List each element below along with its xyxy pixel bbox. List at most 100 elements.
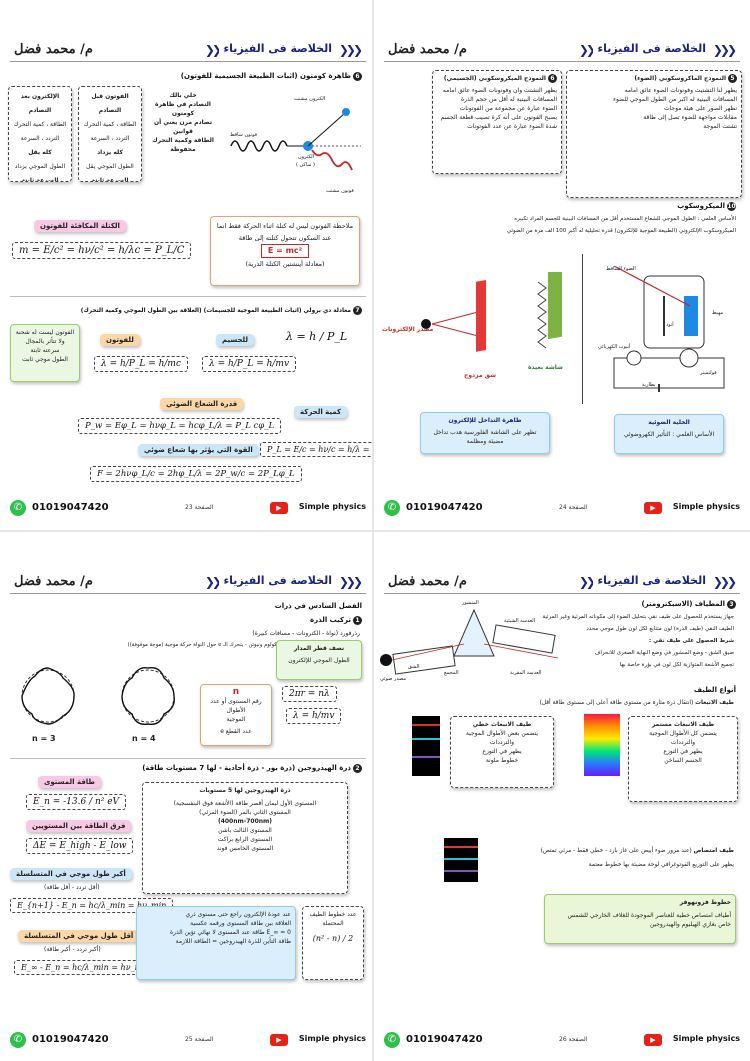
label-prism: المنشور (462, 600, 479, 606)
longest-wavelength-sub: (أقل تردد - أقل طاقة) (44, 884, 100, 891)
chevron-right-icon: ❯❯❯ (712, 575, 737, 589)
compton-diagram (230, 108, 361, 171)
label-n4: n = 4 (132, 734, 156, 743)
page-number: 26 الصفحة (559, 1036, 588, 1043)
debroglie-formula: λ = h / P_L (280, 328, 354, 345)
power-formula: P_w = Eφ_L = hνφ_L = hcφ_L/λ = P_L cφ_L (78, 418, 282, 434)
telescope-tube (492, 624, 556, 654)
page-footer: ✆ 01019047420 23 الصفحة ▶ Simple physics (10, 500, 366, 518)
header-rule (10, 61, 366, 62)
electron-after-box: الإلكترون بعد التصادم الطاقة ، كمية التح… (8, 86, 72, 182)
label-objective: العدسة الشيئية (504, 618, 535, 624)
photon-properties-note: الفوتون ليست له شحنة ولا تتأثر بالمجال س… (10, 324, 80, 382)
incident-photon-wave (230, 140, 288, 152)
youtube-icon: ▶ (644, 502, 662, 514)
particle-wavelength-formula: λ = h/P_L = h/mv (202, 356, 297, 372)
beam-line-2 (431, 323, 479, 337)
page-25: م/ محمد فضل ❯❯❯ الخلاصة فى الفيزياء ❯❯❯ … (4, 536, 372, 1056)
orbit-n4-wave (121, 667, 175, 725)
teacher-name: م/ محمد فضل (14, 574, 93, 589)
teacher-name: م/ محمد فضل (388, 574, 467, 589)
continuous-emission-box: طيف الانبعاث مستمر يتضمن كل الأطوال المو… (628, 716, 738, 802)
photocell-box: الخلية الضوئية الأساس العلمي : التأثير ا… (614, 414, 724, 454)
section-title-debroglie: 7معادلة دي برولي (اثبات الطبيعة الموجية … (81, 306, 362, 315)
energy-level-formula: E_n = -13.6 / n² eV (26, 794, 127, 810)
ground-state-note: عند عودة الإلكترون راجع حتى مستوى ذري ال… (136, 906, 296, 980)
brand-name: Simple physics (672, 1034, 740, 1043)
particle-label: للجسيم (216, 334, 255, 346)
youtube-icon: ▶ (270, 1034, 288, 1046)
youtube-icon: ▶ (270, 502, 288, 514)
label-incident-photon: فوتون ساقط (230, 132, 258, 138)
header-rule (10, 593, 366, 594)
section-rule (10, 758, 366, 759)
orbit-radius-note: نصف قطر المدار الطول الموجي للإلكترون (276, 640, 362, 680)
macroscopic-model-box: 5النموذج الماكروسكوبي (الضوء) يظهر لنا ا… (566, 70, 742, 198)
photon-before-box: الفوتون قبل التصادم الطاقة ، كمية التحرك… (78, 86, 142, 182)
force-label: القوة التي يؤثر بها شعاع ضوئي (138, 444, 259, 456)
spectro-line-2: الطيف النقي (طيف الذرة) لون متتابع لكل ل… (586, 626, 734, 632)
orbit-diagrams (21, 667, 175, 725)
orbit-n3-wave (21, 667, 75, 725)
energy-level-label: طاقة المستوى (38, 776, 101, 788)
label-anode: أنود (666, 322, 674, 328)
photon-label: للفوتون (100, 334, 140, 346)
spectrum-line-red (412, 724, 440, 726)
spectro-line-4: ضيق الشق - وضع المنشور في وضع النهاية ال… (594, 650, 734, 656)
momentum-label: كمية الحركة (294, 406, 348, 418)
absorption-line-violet (444, 870, 478, 872)
label-source: مصدر ضوئي (380, 676, 407, 682)
brand-name: Simple physics (298, 502, 366, 511)
scattered-photon-wave (311, 149, 353, 171)
label-slit: الشق (408, 664, 420, 670)
chevron-right-icon: ❯❯❯ (338, 43, 363, 57)
label-scattered-electron: الكترون مشتت (294, 96, 326, 102)
longest-wavelength-formula: E_{n+1} - E_n = hc/λ_min = hν_min (10, 898, 174, 913)
photon-mass-note: ملاحظة الفوتون ليس له كتلة اثناء الحركة … (210, 216, 360, 286)
interference-box: ظاهرة التداخل للإلكترون تظهر على الشاشة … (420, 412, 550, 454)
force-formula: F = 2hνφ_L/c = 2hφ_L/λ = 2P_w/c = 2P_Lφ_… (90, 466, 302, 482)
spectrum-line-cyan (412, 738, 440, 740)
orbit-formula-2: λ = h/mv (286, 708, 342, 724)
photocell-tube (643, 275, 705, 349)
page-number: 24 الصفحة (559, 504, 588, 511)
line-emission-box: طيف الانبعاث خطي يتضمن بعض الأطوال الموج… (450, 716, 554, 788)
fraunhofer-box: خطوط فرونهوفر أطياف امتصاص خطية للعناصر … (544, 894, 736, 944)
label-electron-source: مصدر الإلكترونات (382, 326, 434, 333)
page-footer: ✆ 01019047420 25 الصفحة ▶ Simple physics (10, 1032, 366, 1050)
spectro-line-5: تجميع الأشعة المتوازية لكل لون في بؤرة خ… (619, 662, 734, 668)
youtube-icon: ▶ (644, 1034, 662, 1046)
absorption-line-red (444, 846, 478, 848)
voltmeter-icon (679, 348, 699, 368)
label-far-screen: شاشة بعيدة (528, 364, 563, 371)
absorption-note: يظهر على التوزيع الفوتوغرافي لوحة مضيئة … (588, 862, 734, 868)
shortest-wavelength-label: أقل طول موجي في المتسلسلة (18, 930, 140, 942)
shortest-wavelength-sub: (أكبر تردد - أكبر طاقة) (44, 946, 101, 953)
chevron-right-icon: ❯❯❯ (338, 575, 363, 589)
phone-number: 01019047420 (32, 1034, 109, 1045)
phone-number: 01019047420 (406, 1034, 483, 1045)
ray-out (483, 643, 559, 659)
microscope-line-1: الأساس العلمي : الطول الموجي للشعاع المس… (514, 216, 736, 222)
subject-title: الخلاصة فى الفيزياء (593, 572, 710, 589)
page-23: م/ محمد فضل ❯❯❯ الخلاصة فى الفيزياء ❯❯❯ … (4, 4, 372, 524)
interference-pattern (537, 281, 547, 349)
microscope-title: 10الميكروسكوب (677, 202, 736, 211)
label-eyepiece: العدسة المقربة (510, 670, 542, 676)
label-at-rest: ( ساكن ) (296, 162, 315, 168)
equiv-mass-label: الكتلة المكافئة للفوتون (34, 220, 126, 232)
whatsapp-icon: ✆ (10, 500, 26, 516)
incident-light-ray (613, 266, 691, 307)
subject-title: الخلاصة فى الفيزياء (593, 40, 710, 57)
phone-number: 01019047420 (406, 502, 483, 513)
teacher-name: م/ محمد فضل (388, 42, 467, 57)
energy-diff-formula: ΔE = E_high - E_low (26, 838, 134, 854)
momentum-formula: P_L = E/c = hν/c = h/λ = mc (260, 442, 372, 457)
page-footer: ✆ 01019047420 26 الصفحة ▶ Simple physics (384, 1032, 740, 1050)
longest-wavelength-label: أكبر طول موجي في المتسلسلة (10, 868, 132, 880)
spectral-lines-box: عدد خطوط الطيف المحتملة (n² - n) / 2 (302, 906, 364, 980)
header-rule (384, 593, 740, 594)
section-rule (10, 296, 366, 297)
cathode-plate (684, 296, 698, 336)
emission-line: طيف الانبعاث (انتقال ذرة مثارة من مستوى … (539, 700, 734, 706)
